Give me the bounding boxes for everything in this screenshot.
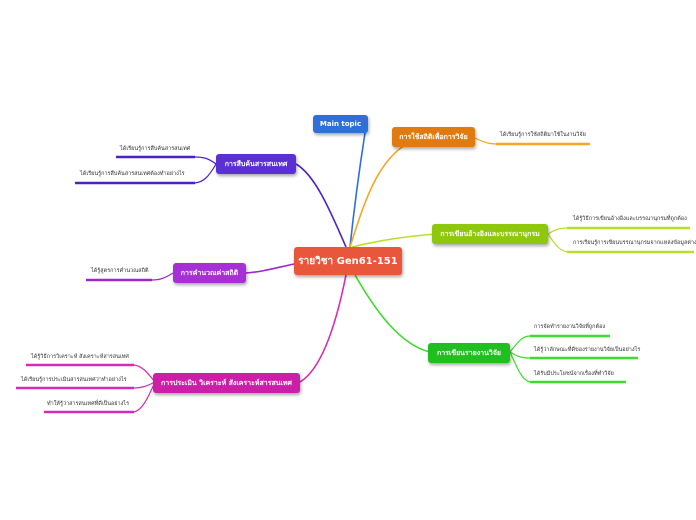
leaf-research-benefits[interactable]: ได้รับมีประโยชน์จากเรื่องที่ทำวิจัย [534,371,614,377]
branch-evaluate-analyze-synthesize[interactable]: การประเมิน วิเคราะห์ สังเคราะห์สารสนเทศ [153,373,300,393]
connector-leaf [151,272,174,281]
connector-leaf [133,381,156,389]
connector-main-topic [349,132,366,248]
branch-citation-bibliography[interactable]: การเขียนอ้างอิงและบรรณานุกรม [432,224,548,244]
connector-leaf [194,163,217,184]
connector-leaf [509,335,531,353]
leaf-how-to-search[interactable]: ได้เรียนรู้การสืบค้นสารสนเทศต้องทำอย่างไ… [80,171,185,177]
leaf-statistics-formula[interactable]: ได้รู้สูตรการคำนวณสถิติ [91,268,149,274]
floating-main-topic[interactable]: Main topic [313,115,368,133]
branch-information-search[interactable]: การสืบค้นสารสนเทศ [216,154,296,174]
leaf-learn-information-search[interactable]: ได้เรียนรู้การสืบค้นสารสนเทศ [120,146,191,152]
central-topic[interactable]: รายวิชา Gen61-151 [294,247,402,275]
leaf-good-report-traits[interactable]: ได้รู้ว่าลักษณะที่ดีของรายงานวิจัยเป็นอย… [534,347,641,353]
connector-leaf [509,351,531,383]
connector-branch-search [295,163,347,248]
leaf-bibliography-from-sources[interactable]: การเรียนรู้การเขียนบรรณานุกรมจากแหล่งข้อ… [573,240,696,246]
connector-branch-evaluation [299,274,347,383]
connector-branch-report [354,274,431,353]
branch-statistics-calculation[interactable]: การคำนวณค่าสถิติ [173,263,246,283]
connector-leaf [133,364,156,383]
leaf-good-information[interactable]: ทำให้รู้ว่าสารสนเทศที่ดีเป็นอย่างไร [47,401,130,407]
connector-branch-calculation [245,263,295,274]
leaf-evaluate-information[interactable]: ได้เรียนรู้การประเมินสารสนเทศว่าทำอย่างไ… [21,377,127,383]
connector-leaf [509,351,531,359]
leaf-analyze-synthesize-method[interactable]: ได้รู้วิธีการวิเคราะห์ สังเคราะห์สารสนเท… [31,354,129,360]
leaf-correct-citation[interactable]: ได้รู้วิธีการเขียนอ้างอิงและบรรณานุกรมที… [573,216,687,222]
leaf-statistics-in-research[interactable]: ได้เรียนรู้การใช้สถิติมาใช้ในงานวิจัย [500,132,586,138]
connector-branch-statistics-research [349,137,421,248]
connector-branch-citation [351,233,437,248]
connector-leaf [547,227,569,235]
leaf-correct-report[interactable]: การจัดทำรายงานวิจัยที่ถูกต้อง [534,324,606,330]
connector-leaf [547,233,569,253]
branch-statistics-for-research[interactable]: การใช้สถิติเพื่อการวิจัย [392,127,475,147]
branch-research-report[interactable]: การเขียนรายงานวิจัย [428,343,510,363]
connector-leaf [194,156,217,165]
connector-leaf [474,137,499,145]
